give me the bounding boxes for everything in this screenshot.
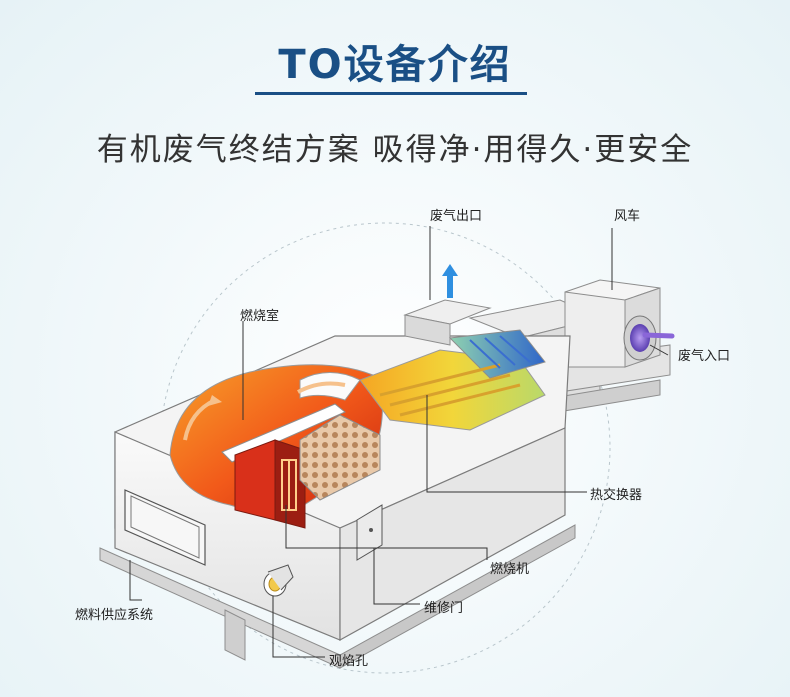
burner-block (234, 439, 306, 529)
label-sight-hole: 观焰孔 (329, 654, 369, 669)
label-heat-exchanger: 热交换器 (590, 488, 643, 503)
label-fuel-supply: 燃料供应系统 (75, 608, 154, 623)
label-burner: 燃烧机 (490, 562, 530, 577)
maintenance-door (356, 504, 383, 561)
outlet-stack (403, 264, 492, 346)
fan-unit (564, 279, 675, 368)
fuel-supply-box (124, 489, 206, 566)
page-title: TO设备介绍 (278, 42, 512, 88)
heat-exchanger-core (299, 329, 546, 501)
title-underline (255, 92, 527, 95)
backdrop-circle (159, 222, 611, 674)
label-combustion-chamber: 燃烧室 (240, 309, 280, 324)
label-maintenance-door: 维修门 (424, 601, 464, 616)
leader-lines (129, 226, 669, 658)
page-subtitle: 有机废气终结方案 吸得净·用得久·更安全 (96, 132, 694, 168)
label-exhaust-inlet: 废气入口 (678, 349, 731, 364)
sight-hole (263, 564, 294, 597)
label-fan: 风车 (614, 209, 641, 224)
label-exhaust-outlet: 废气出口 (430, 209, 483, 224)
